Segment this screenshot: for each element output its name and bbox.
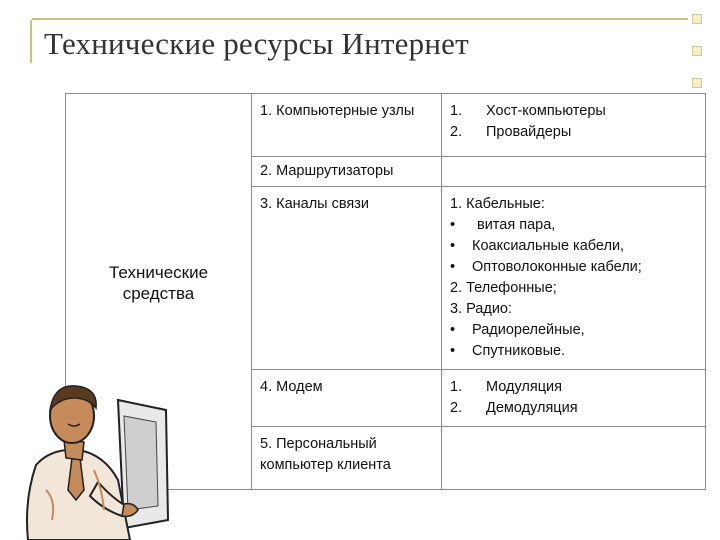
list-number: 1. <box>450 103 463 119</box>
resource-label: 3. Каналы связи <box>260 196 370 212</box>
resources-table: Технические средства 1. Компьютерные узл… <box>65 93 706 490</box>
list-item: Оптоволоконные кабели; <box>472 259 642 275</box>
bullet-item: • Коаксиальные кабели, <box>450 236 697 257</box>
table-row: 3. Каналы связи 1. Кабельные: • витая пар… <box>66 186 706 370</box>
resource-label: 5. Персональный компьютер клиента <box>260 436 391 473</box>
numbered-list: 1. Хост-компьютеры 2. Провайдеры <box>450 101 697 143</box>
list-item: Радиорелейные, <box>472 322 585 338</box>
list-item: Демодуляция <box>486 400 578 416</box>
list-item: Хост-компьютеры <box>486 103 606 119</box>
list-item: 2. Телефонные; <box>450 280 557 296</box>
bullet-icon: • <box>450 238 456 254</box>
details-cell: 1. Хост-компьютеры 2. Провайдеры <box>441 93 706 157</box>
table-row: 4. Модем 1. Модуляция 2. Демодуляция <box>66 369 706 427</box>
resource-cell: 1. Компьютерные узлы <box>251 93 442 157</box>
bullet-icon: • <box>450 259 456 275</box>
list-item: Модуляция <box>486 379 562 395</box>
list-number: 2. <box>450 124 463 140</box>
square-bullet-icon <box>692 46 702 56</box>
table-row: 2. Маршрутизаторы <box>66 156 706 187</box>
details-cell: 1. Кабельные: • витая пара, • Коаксиальные… <box>441 186 706 370</box>
bullet-icon: • <box>450 217 456 233</box>
details-cell <box>441 156 706 187</box>
square-bullet-icon <box>692 14 702 24</box>
resource-label: 1. Компьютерные узлы <box>260 103 415 119</box>
list-item: Коаксиальные кабели, <box>472 238 625 254</box>
bullet-item: • Радиорелейные, <box>450 320 697 341</box>
resource-cell: 5. Персональный компьютер клиента <box>251 426 442 490</box>
resource-label: 2. Маршрутизаторы <box>260 163 394 179</box>
list-item: 1. Кабельные: <box>450 196 545 212</box>
resource-cell: 3. Каналы связи <box>251 186 442 370</box>
details-cell <box>441 426 706 490</box>
man-at-computer-clipart <box>26 385 170 540</box>
list-item: 3. Радио: <box>450 301 513 317</box>
frame-left-line <box>30 18 32 63</box>
bullet-item: • витая пара, <box>450 215 697 236</box>
table-row: Технические средства 1. Компьютерные узл… <box>65 93 706 490</box>
resource-label: 4. Модем <box>260 379 323 395</box>
details-cell: 1. Модуляция 2. Демодуляция <box>441 369 706 427</box>
square-bullet-icon <box>692 78 702 88</box>
list-item: витая пара, <box>477 217 556 233</box>
resource-cell: 4. Модем <box>251 369 442 427</box>
category-label: Технические средства <box>108 263 209 303</box>
bullet-icon: • <box>450 343 456 359</box>
bullet-item: • Спутниковые. <box>450 341 697 362</box>
slide-title: Технические ресурсы Интернет <box>44 26 469 61</box>
frame-top-line <box>30 18 688 20</box>
list-number: 2. <box>450 400 463 416</box>
bullet-icon: • <box>450 322 456 338</box>
frame-corner <box>22 10 32 20</box>
list-item: Спутниковые. <box>472 343 566 359</box>
list-item: Провайдеры <box>486 124 572 140</box>
list-number: 1. <box>450 379 463 395</box>
resource-cell: 2. Маршрутизаторы <box>251 156 442 187</box>
table-row: 5. Персональный компьютер клиента <box>66 426 706 490</box>
bullet-item: • Оптоволоконные кабели; <box>450 257 697 278</box>
numbered-list: 1. Модуляция 2. Демодуляция <box>450 377 697 419</box>
